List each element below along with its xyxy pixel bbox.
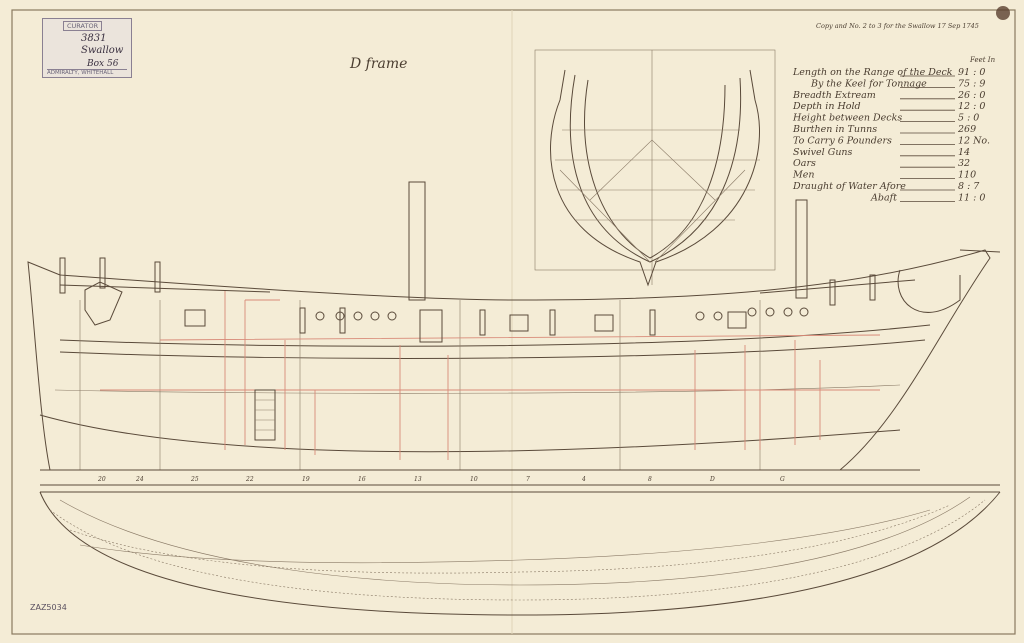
table-row: Height between Decks 5 : 0 bbox=[792, 113, 979, 124]
row-label: Depth in Hold bbox=[792, 101, 861, 112]
curator-stamp: CURATOR 3831 Swallow Box 56 ADMIRALTY, W… bbox=[42, 18, 132, 78]
row-label: By the Keel for Tonnage bbox=[810, 78, 927, 89]
table-row: Depth in Hold 12 : 0 bbox=[792, 101, 985, 112]
station-label: 13 bbox=[414, 476, 422, 483]
row-value: 32 bbox=[958, 158, 970, 169]
station-label: D bbox=[709, 476, 715, 483]
row-value: 269 bbox=[957, 124, 976, 135]
half-breadth-plan bbox=[39, 491, 1001, 616]
row-value: 12 No. bbox=[958, 135, 990, 146]
sheet-border bbox=[11, 9, 1016, 635]
table-row: By the Keel for Tonnage 75 : 9 bbox=[810, 78, 985, 89]
station-label: 16 bbox=[358, 476, 366, 483]
row-label: Swivel Guns bbox=[793, 147, 853, 158]
pencil-note: D frame bbox=[349, 56, 407, 72]
main-mast bbox=[408, 181, 426, 301]
table-row: Length on the Range of the Deck 91 : 0 bbox=[792, 67, 985, 78]
units-header: Feet In bbox=[969, 56, 996, 64]
ink-stain bbox=[996, 6, 1010, 20]
row-label: Burthen in Tunns bbox=[792, 124, 877, 135]
row-value: 12 : 0 bbox=[958, 101, 985, 112]
stamp-number: 3831 bbox=[81, 33, 107, 44]
table-row: Swivel Guns 14 bbox=[793, 147, 970, 158]
row-label: Men bbox=[792, 170, 814, 181]
row-value: 110 bbox=[958, 170, 976, 181]
fore-mast bbox=[795, 199, 808, 299]
sheer-profile bbox=[27, 249, 1001, 486]
row-label: Oars bbox=[793, 158, 816, 169]
reference-code: ZAZ5034 bbox=[30, 603, 67, 612]
dimensions-table: Feet In Length on the Range of the Deck 9… bbox=[792, 56, 996, 203]
top-note: Copy and No. 2 to 3 for the Swallow 17 S… bbox=[816, 22, 979, 30]
row-value: 75 : 9 bbox=[958, 78, 985, 89]
table-row: To Carry 6 Pounders 12 No. bbox=[793, 135, 990, 146]
station-label: G bbox=[780, 476, 785, 483]
stamp-footer: ADMIRALTY, WHITEHALL bbox=[47, 69, 127, 76]
body-plan bbox=[534, 49, 776, 287]
station-label: 10 bbox=[470, 476, 478, 483]
row-value: 14 bbox=[958, 147, 970, 158]
row-label: Abaft bbox=[870, 192, 897, 203]
row-label: Height between Decks bbox=[792, 113, 902, 124]
row-label: Draught of Water Afore bbox=[792, 181, 906, 192]
row-label: To Carry 6 Pounders bbox=[793, 135, 892, 146]
station-labels: 20 24 25 22 19 16 13 10 7 4 8 D G bbox=[97, 476, 785, 483]
station-label: 20 bbox=[97, 476, 106, 483]
row-value: 91 : 0 bbox=[958, 67, 985, 78]
table-row: Abaft 11 : 0 bbox=[870, 192, 985, 203]
table-row: Burthen in Tunns 269 bbox=[792, 124, 976, 135]
stamp-ship-name: Swallow bbox=[81, 45, 124, 56]
station-label: 4 bbox=[581, 476, 586, 483]
row-label: Length on the Range of the Deck bbox=[792, 67, 953, 78]
row-value: 5 : 0 bbox=[958, 113, 979, 124]
table-row: Breadth Extream 26 : 0 bbox=[792, 90, 985, 101]
row-value: 11 : 0 bbox=[958, 192, 985, 203]
station-label: 22 bbox=[245, 476, 254, 483]
row-value: 26 : 0 bbox=[957, 90, 985, 101]
table-row: Draught of Water Afore 8 : 7 bbox=[792, 181, 980, 192]
table-row: Men 110 bbox=[792, 170, 976, 181]
row-label: Breadth Extream bbox=[792, 90, 876, 101]
station-label: 19 bbox=[302, 476, 310, 483]
station-label: 25 bbox=[190, 476, 199, 483]
row-value: 8 : 7 bbox=[958, 181, 980, 192]
stamp-header: CURATOR bbox=[63, 21, 103, 31]
station-label: 8 bbox=[648, 476, 652, 483]
stamp-box: Box 56 bbox=[87, 59, 119, 69]
station-label: 7 bbox=[526, 476, 530, 483]
station-label: 24 bbox=[135, 476, 144, 483]
table-row: Oars 32 bbox=[793, 158, 970, 169]
